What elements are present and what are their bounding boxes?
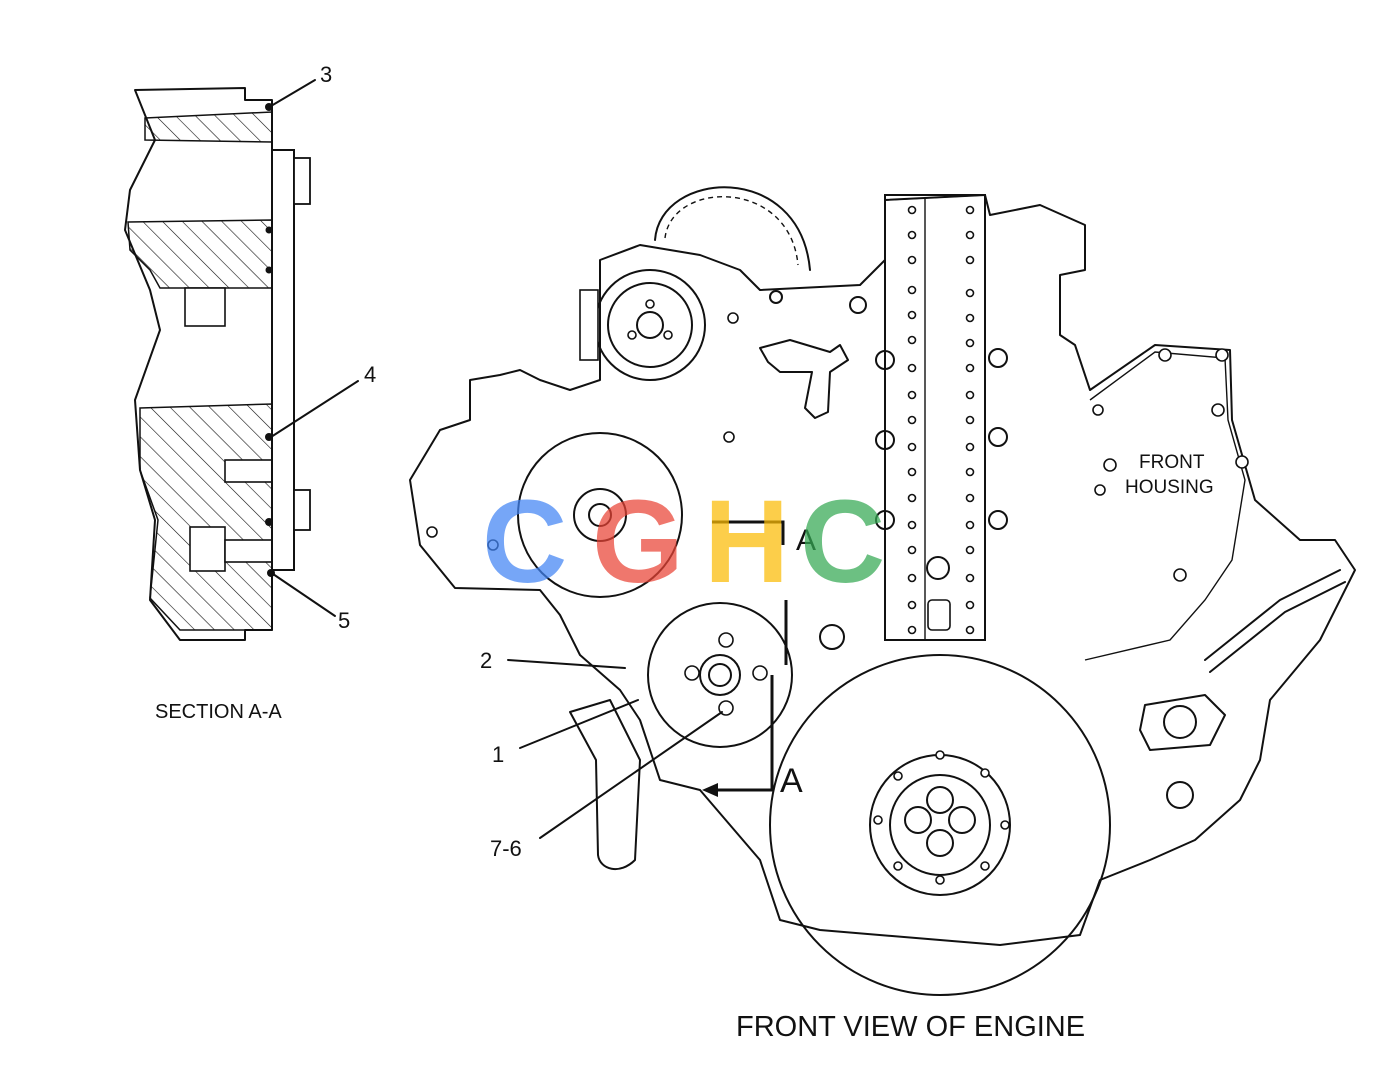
watermark-letter-2: G (592, 476, 684, 608)
callout-7-6: 7-6 (490, 836, 522, 861)
callout-2: 2 (480, 648, 492, 673)
watermark-letter-1: C (482, 476, 567, 608)
section-a-a-title: SECTION A-A (155, 701, 282, 723)
callout-3: 3 (320, 62, 332, 87)
front-housing-label-line1: FRONT (1139, 452, 1205, 473)
callout-5: 5 (338, 608, 350, 633)
callout-1: 1 (492, 742, 504, 767)
watermark-letter-4: C (800, 476, 885, 608)
section-a-a-drawing (124, 79, 359, 641)
watermark: C G H C (482, 476, 885, 608)
watermark-letter-3: H (704, 476, 789, 608)
section-marker-top: A (796, 524, 816, 557)
front-housing-label-line2: HOUSING (1125, 477, 1214, 498)
callout-4: 4 (364, 362, 376, 387)
engine-front-drawing (409, 186, 1356, 996)
front-view-title: FRONT VIEW OF ENGINE (736, 1011, 1085, 1043)
section-marker-bottom: A (780, 762, 803, 800)
